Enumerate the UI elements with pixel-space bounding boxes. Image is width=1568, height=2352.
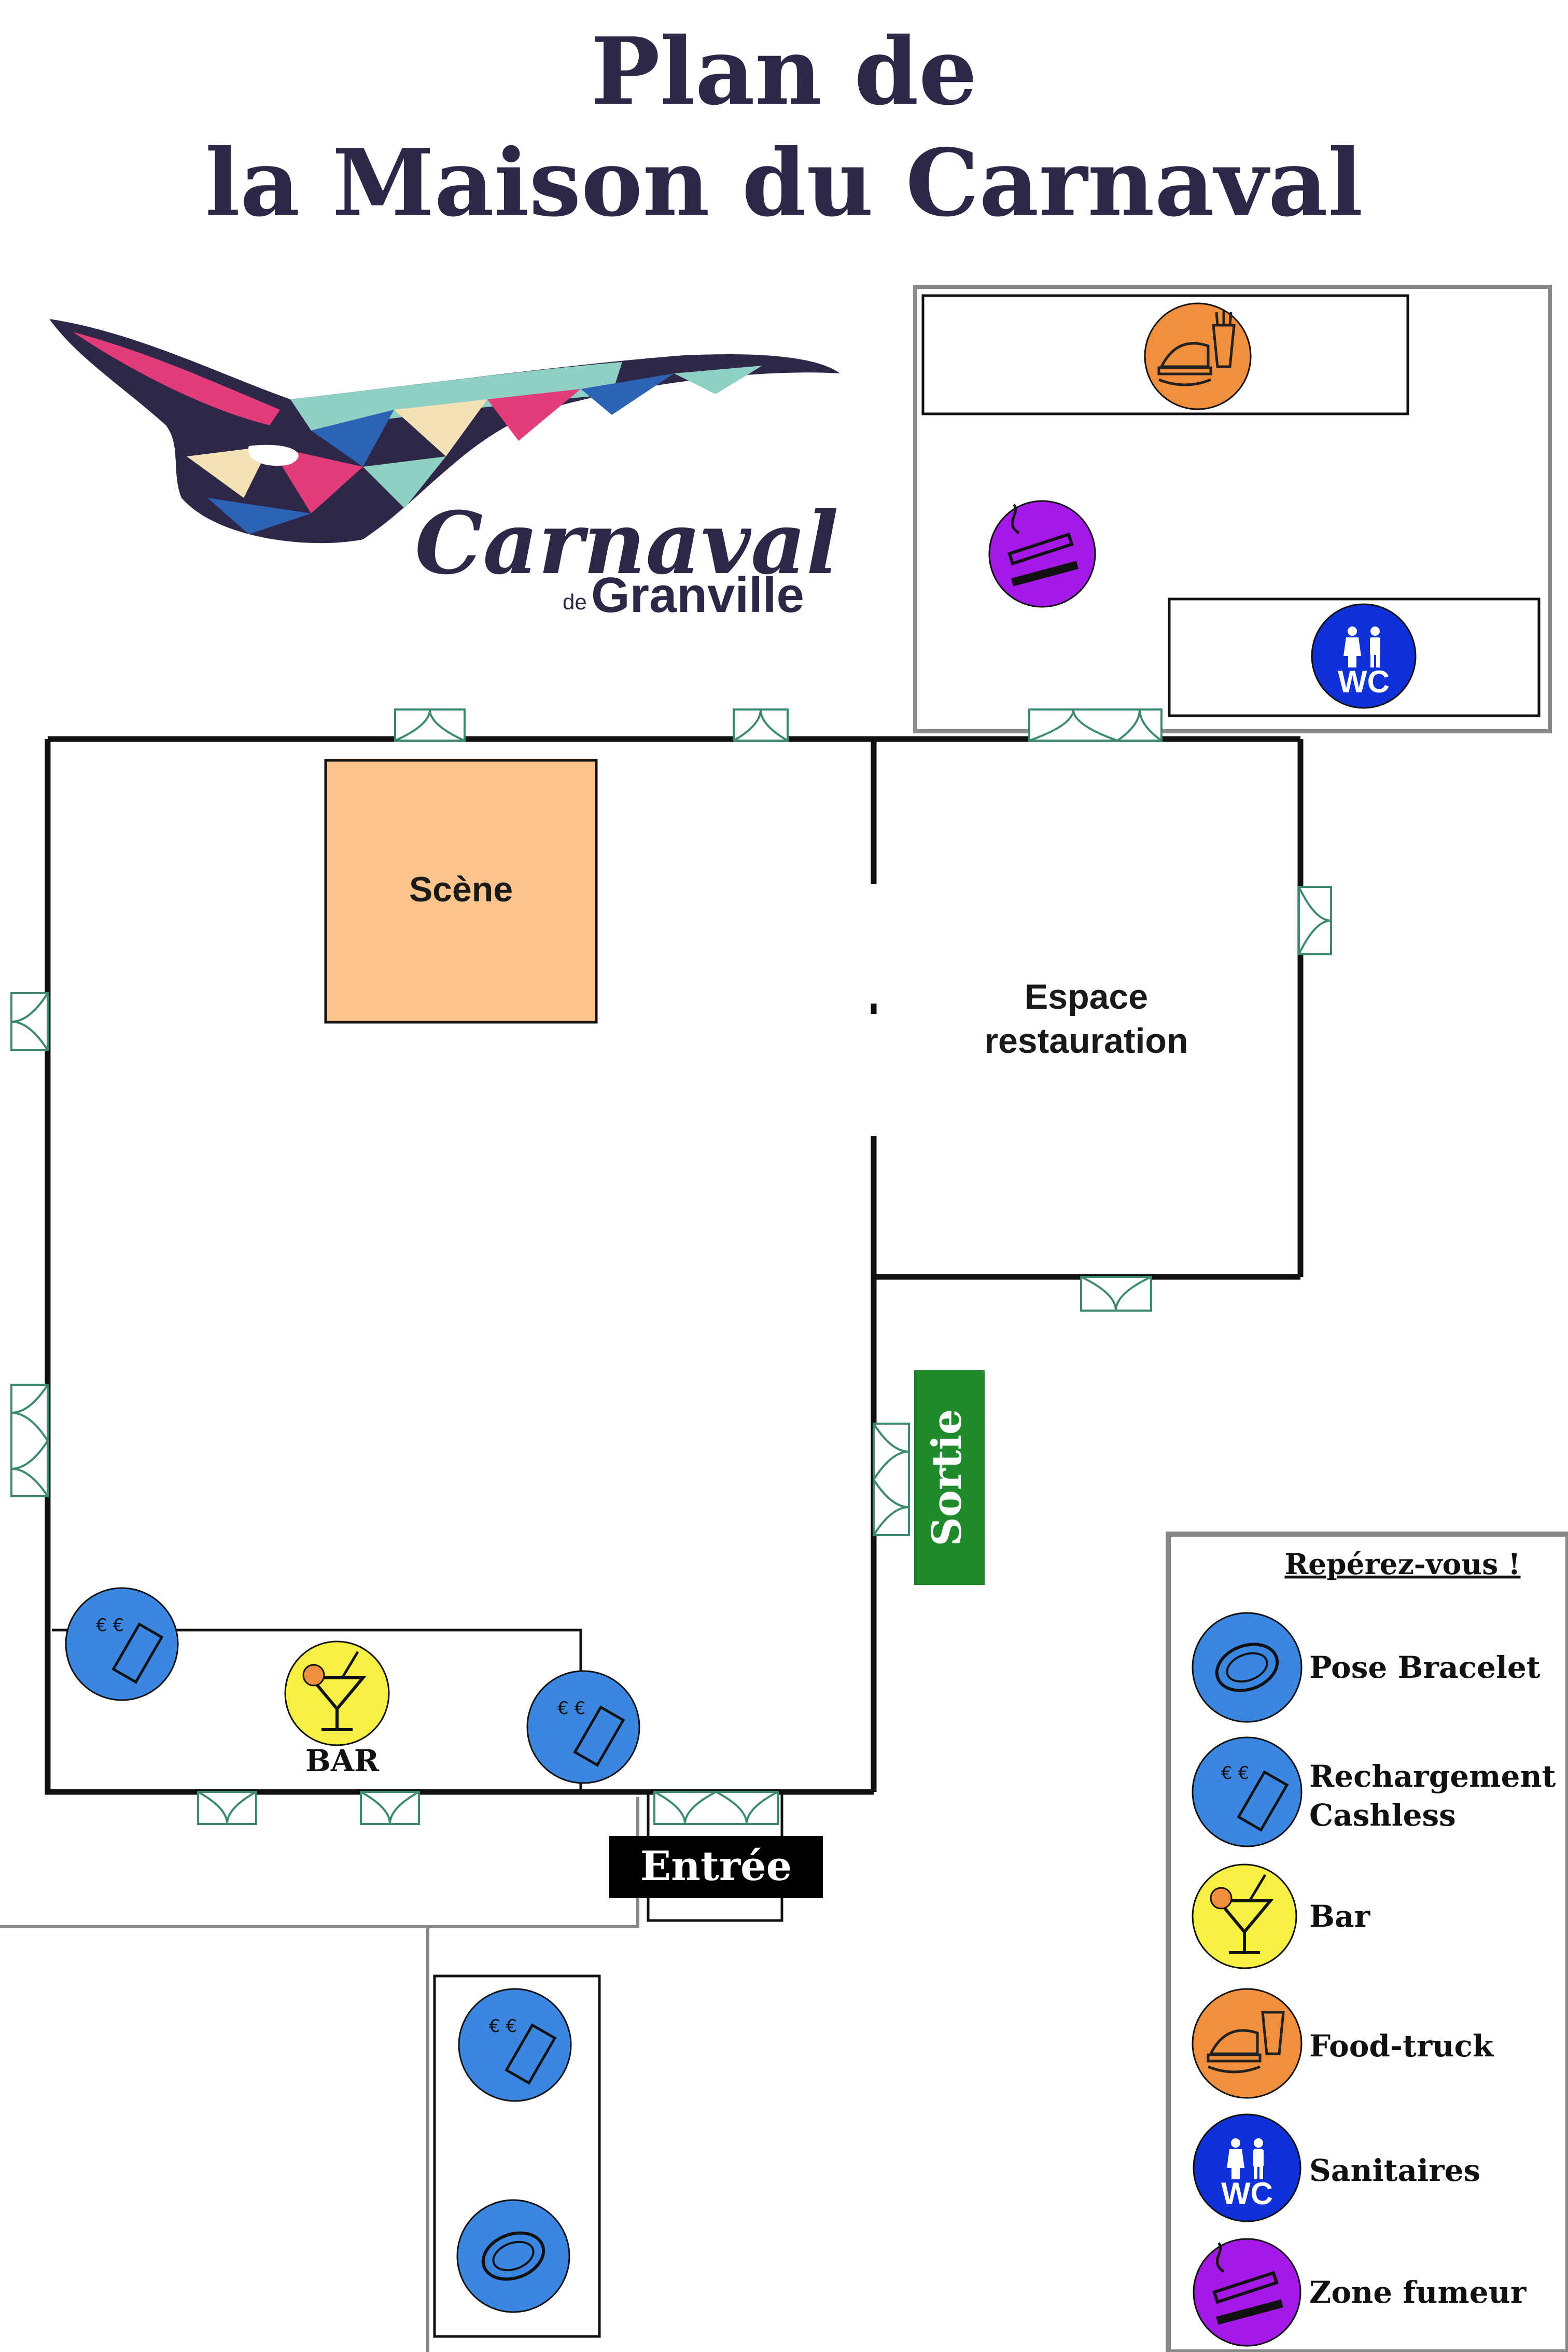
legend-heading: Repérez-vous !	[1284, 1547, 1520, 1581]
building-walls	[45, 736, 1304, 1795]
cashless-icon: € €	[526, 1670, 640, 1784]
logo-script-text: Carnaval	[415, 493, 839, 593]
door	[197, 1791, 257, 1825]
entrance-sign-label: Entrée	[640, 1843, 792, 1890]
legend-wc-icon: WC	[1193, 2113, 1301, 2222]
legend-box	[1166, 1532, 1568, 2352]
outdoor-area-boundary	[913, 285, 1552, 733]
cashless-icon: € €	[458, 1988, 572, 2102]
title-line-2: la Maison du Carnaval	[205, 129, 1363, 237]
legend-label-smoking: Zone fumeur	[1309, 2275, 1527, 2310]
legend-label-sanitaires: Sanitaires	[1309, 2153, 1480, 2188]
outside-path-boundary	[0, 1797, 639, 1928]
legend-cocktail-icon	[1192, 1863, 1297, 1969]
legend-label-cashless-2: Cashless	[1309, 1798, 1456, 1833]
bar-label: BAR	[305, 1743, 380, 1778]
legend-bracelet-icon	[1192, 1612, 1303, 1723]
smoking-icon	[988, 500, 1096, 608]
svg-text:€ €: € €	[1221, 1763, 1249, 1784]
logo-city-text: Granville	[591, 567, 804, 623]
wc-icon: WC	[1311, 603, 1417, 709]
door	[394, 708, 466, 742]
door	[360, 1791, 420, 1825]
svg-text:€ €: € €	[557, 1698, 585, 1719]
door	[10, 992, 49, 1051]
cocktail-icon	[284, 1640, 390, 1746]
door	[873, 1423, 910, 1536]
legend-burger-fries-icon	[1192, 1988, 1303, 2099]
wc-icon-label: WC	[1338, 664, 1390, 699]
cashless-icon: € €	[65, 1587, 179, 1701]
door	[10, 1384, 49, 1497]
legend-cashless-icon: € €	[1192, 1736, 1303, 1847]
doors	[10, 708, 1332, 1825]
door	[653, 1791, 779, 1825]
page-title: Plan de la Maison du Carnaval	[0, 16, 1568, 239]
logo-small-text: de	[563, 590, 587, 614]
door	[733, 708, 789, 742]
burger-fries-icon	[1144, 302, 1252, 410]
legend-wc-icon-label: WC	[1221, 2176, 1273, 2211]
toilets-area	[1168, 597, 1541, 717]
door	[1298, 886, 1332, 955]
svg-text:€ €: € €	[489, 2016, 517, 2037]
dining-label-line-2: restauration	[985, 1021, 1188, 1061]
legend-label-food-truck: Food-truck	[1309, 2028, 1494, 2064]
dining-label-line-1: Espace	[1025, 977, 1148, 1017]
stage-label: Scène	[409, 870, 513, 909]
exit-sign	[914, 1370, 985, 1585]
door	[1028, 708, 1163, 742]
entrance-sign	[609, 1836, 823, 1898]
logo-mask-icon	[49, 319, 840, 544]
stage-area	[324, 759, 598, 1024]
door	[1080, 1276, 1152, 1312]
svg-text:€ €: € €	[96, 1615, 124, 1636]
outdoor-cashless-zone	[433, 1974, 601, 2338]
bracelet-icon	[456, 2199, 570, 2313]
exit-sign-label: Sortie	[923, 1409, 971, 1547]
food-truck-area	[921, 294, 1409, 415]
legend-label-bracelet: Pose Bracelet	[1309, 1650, 1541, 1685]
legend-label-bar: Bar	[1309, 1899, 1371, 1934]
legend-label-cashless-1: Rechargement	[1309, 1759, 1556, 1794]
title-line-1: Plan de	[591, 17, 977, 126]
legend-smoking-icon	[1193, 2238, 1301, 2347]
